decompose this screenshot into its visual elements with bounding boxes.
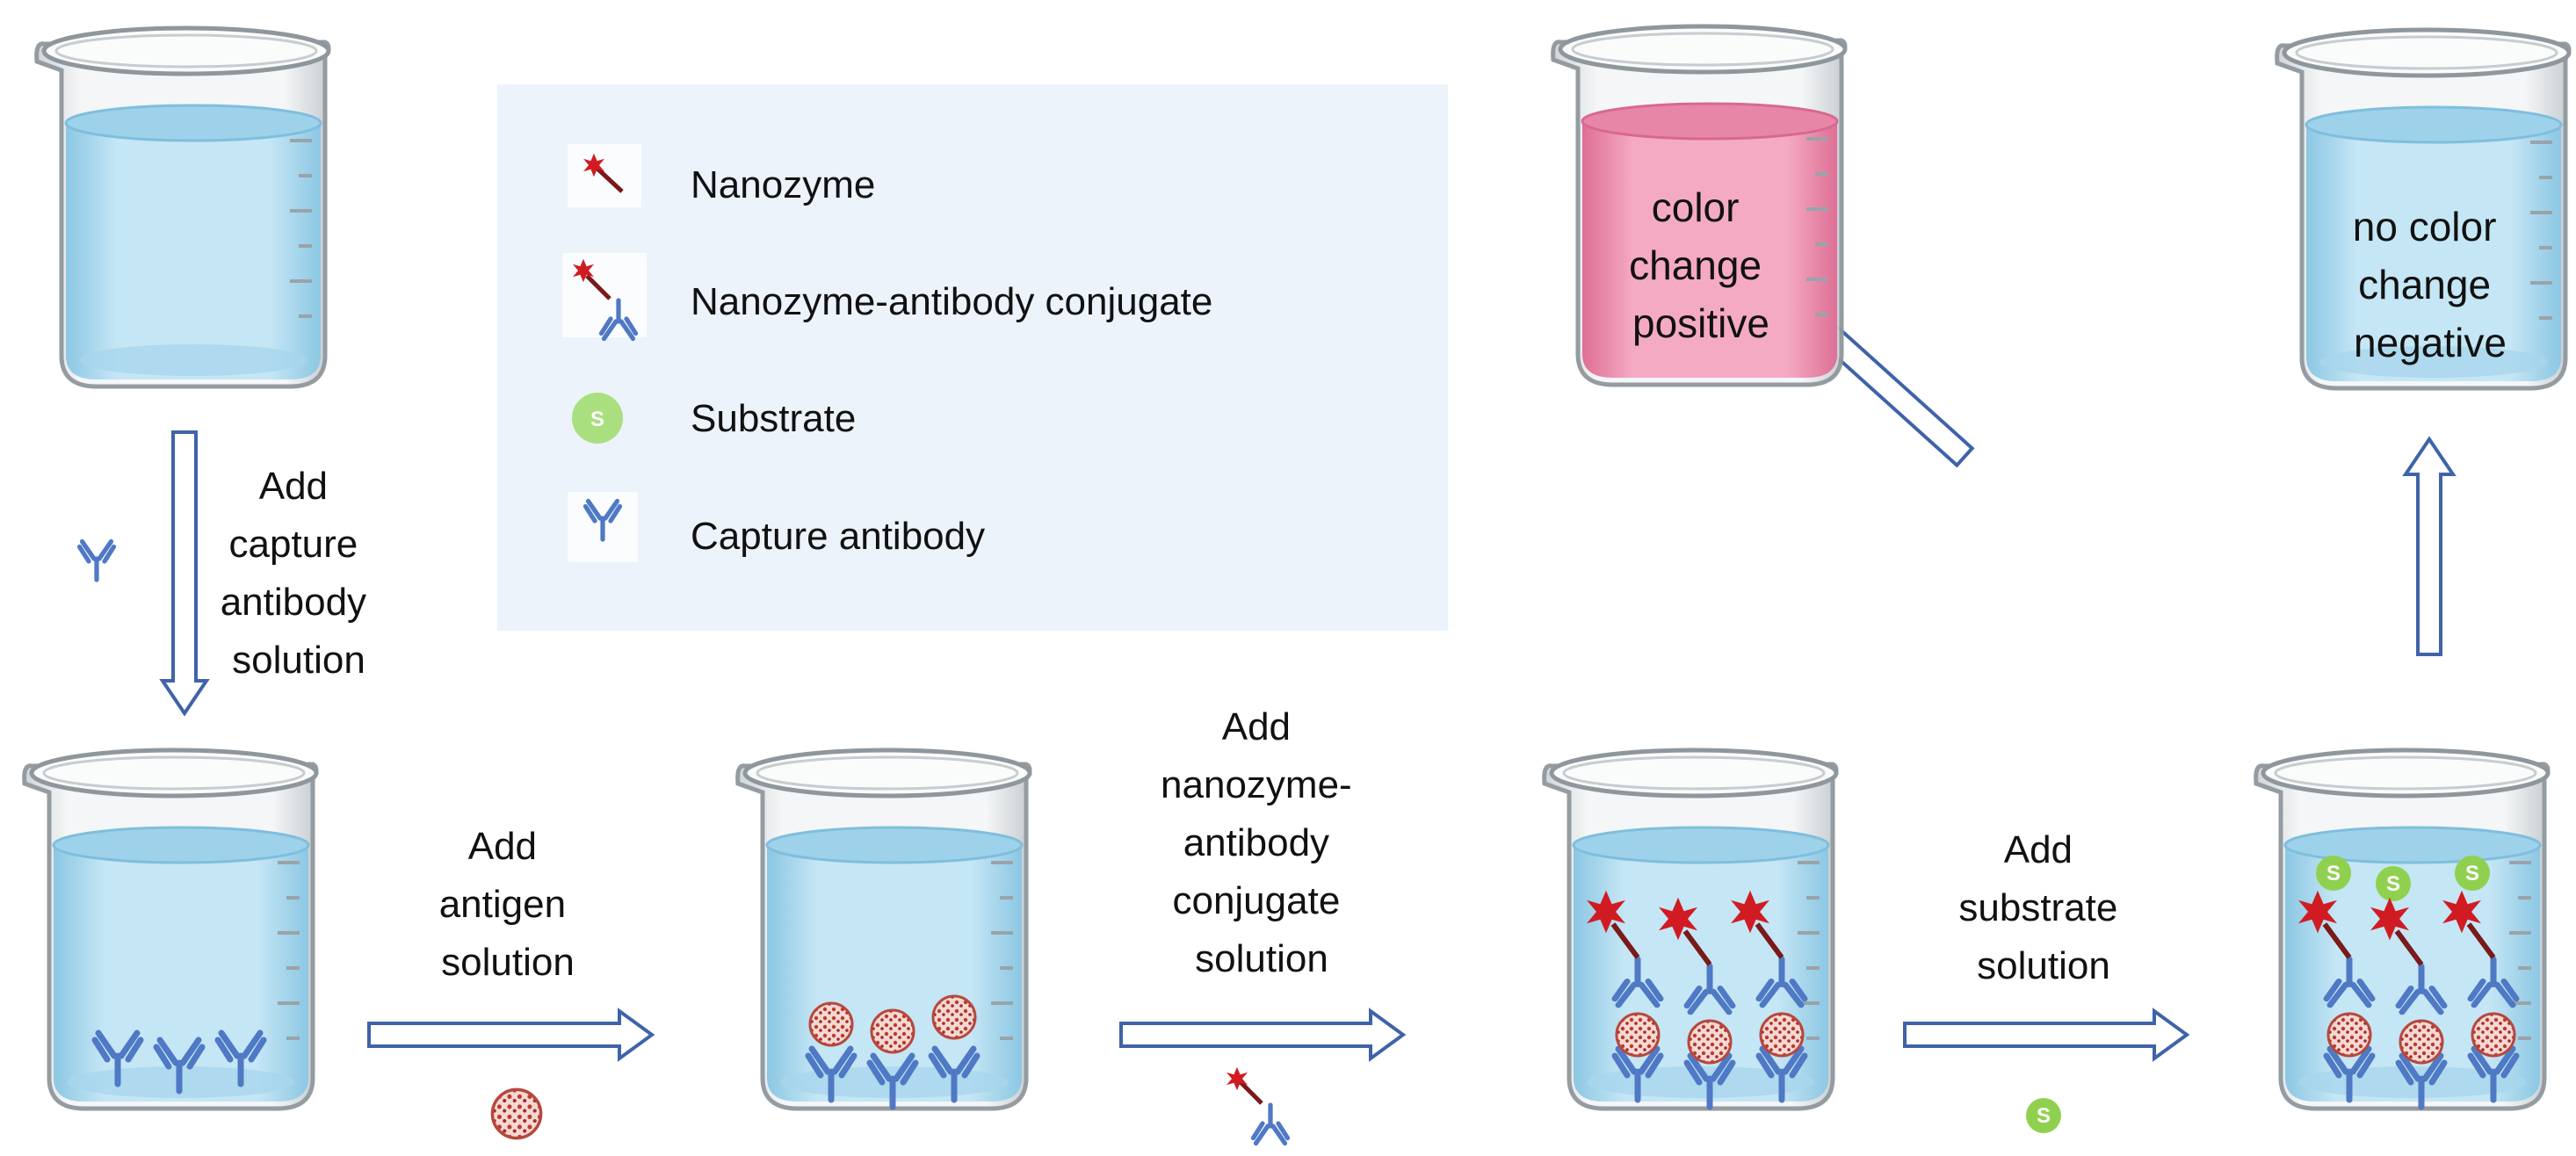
arrow-right-conjugate [1119, 1008, 1407, 1062]
beaker-conjugate-bound [1545, 750, 1836, 1109]
svg-text:S: S [2386, 872, 2400, 896]
arrow-right-antigen [367, 1008, 655, 1062]
beaker-capture-antibodies [25, 750, 316, 1109]
legend-box: Nanozyme Nanozyme-antibody conjugate S S… [497, 84, 1448, 631]
beaker-substrate-added: S S S [2256, 750, 2548, 1109]
arrow-right-substrate [1903, 1008, 2190, 1062]
beaker-initial [37, 28, 329, 387]
step-substrate-label: Add substrate solution [1958, 828, 2128, 987]
legend-background [497, 84, 1448, 631]
substrate-bubble: S [2455, 856, 2490, 891]
antigen-small-icon [490, 1087, 543, 1140]
legend-label-capture-antibody: Capture antibody [691, 515, 985, 558]
step-antigen-label: Add antigen solution [439, 825, 577, 984]
legend-label-nanozyme: Nanozyme [691, 163, 875, 206]
nanozyme-icon [568, 144, 641, 207]
nanozyme-antibody-conjugate-icon [562, 253, 647, 339]
legend-label-substrate: Substrate [691, 397, 856, 440]
step-capture-label: Add capture antibody solution [221, 465, 378, 682]
result-positive-label: color change positive [1629, 184, 1773, 346]
step-conjugate-label: Add nanozyme- antibody conjugate solutio… [1161, 705, 1363, 980]
substrate-small-letter: S [2037, 1104, 2051, 1128]
result-negative-label: no color change negative [2353, 204, 2507, 365]
svg-text:S: S [2326, 862, 2341, 885]
substrate-small-icon: S [2026, 1098, 2061, 1133]
beaker-antigen-bound [738, 750, 1030, 1109]
substrate-legend-letter: S [590, 408, 604, 431]
capture-antibody-icon [568, 492, 638, 562]
substrate-bubble: S [2376, 866, 2411, 901]
capture-antibody-small-icon [80, 542, 114, 581]
arrow-down-capture [159, 430, 210, 717]
legend-label-conjugate: Nanozyme-antibody conjugate [691, 280, 1212, 323]
substrate-icon: S [572, 393, 623, 444]
substrate-bubble: S [2316, 856, 2351, 891]
svg-text:S: S [2465, 862, 2479, 885]
arrow-to-negative [2402, 436, 2457, 656]
conjugate-small-icon [1226, 1066, 1288, 1144]
